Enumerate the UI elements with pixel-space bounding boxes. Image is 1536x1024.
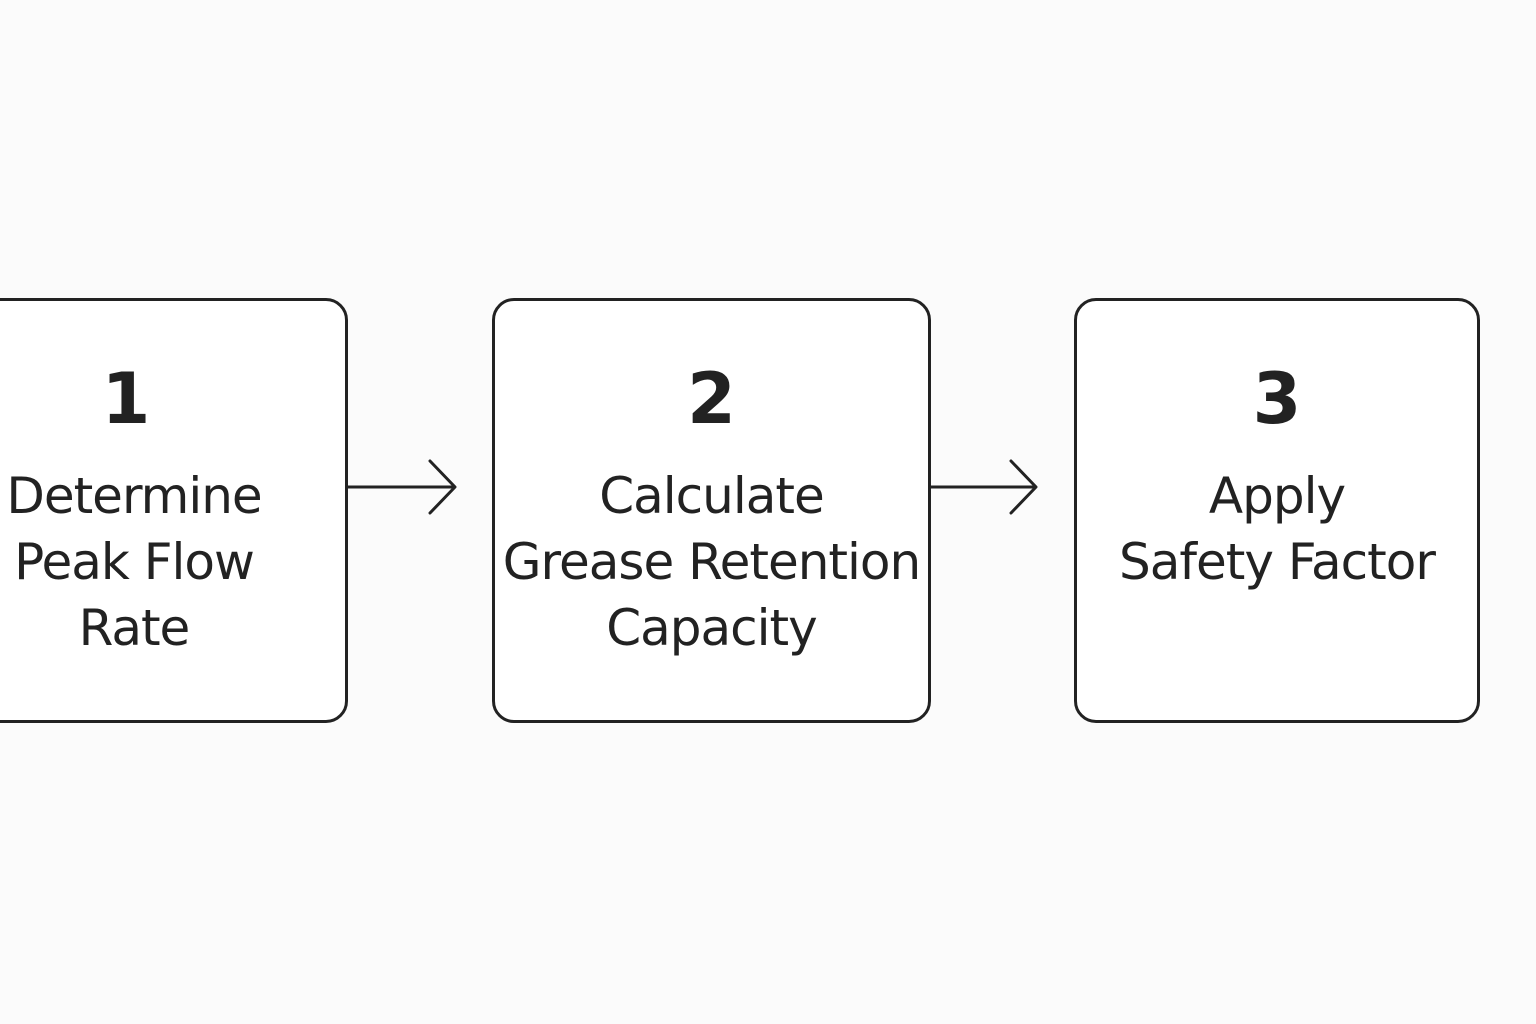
step-3-number: 3 [1252,358,1302,440]
step-2-label: Calculate Grease Retention Capacity [495,463,928,661]
step-3-label-line-1: Apply [1208,467,1346,525]
step-1-box: 1 Determine Peak Flow Rate [0,298,348,723]
step-3-label-line-2: Safety Factor [1119,533,1436,591]
step-1-label-line-1: Determine [6,467,262,525]
step-1-label: Determine Peak Flow Rate [0,463,305,661]
step-1-number: 1 [101,358,151,440]
step-3-box: 3 Apply Safety Factor [1074,298,1480,723]
step-2-number: 2 [687,358,736,440]
arrow-right-icon [348,459,457,515]
step-2-label-line-3: Capacity [606,599,818,657]
arrow-right-icon [931,459,1038,515]
step-3-label: Apply Safety Factor [1077,463,1477,595]
step-2-box: 2 Calculate Grease Retention Capacity [492,298,931,723]
step-1-label-line-2: Peak Flow [14,533,255,591]
step-2-label-line-1: Calculate [599,467,825,525]
step-1-label-line-3: Rate [78,599,191,657]
step-2-label-line-2: Grease Retention [502,533,921,591]
